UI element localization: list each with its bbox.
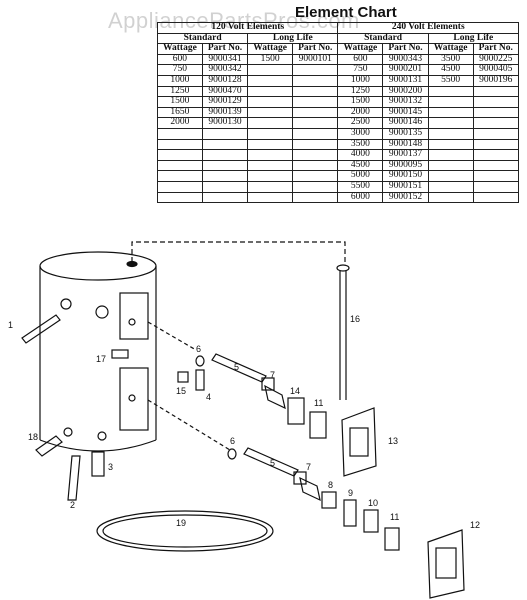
tank-band-icon — [96, 510, 274, 552]
callout-7-lower: 7 — [306, 462, 312, 472]
callout-14: 14 — [290, 386, 301, 396]
callout-16: 16 — [350, 314, 361, 324]
table-cell — [201, 191, 249, 204]
callout-4: 4 — [206, 392, 212, 402]
callout-11-lower: 11 — [390, 512, 400, 522]
chart-title: Element Chart — [295, 4, 397, 21]
callout-17: 17 — [96, 354, 107, 364]
water-heater-tank-icon — [39, 251, 157, 452]
callout-12: 12 — [470, 520, 481, 530]
callout-15: 15 — [176, 386, 187, 396]
callout-18: 18 — [28, 432, 39, 442]
callout-8: 8 — [328, 480, 334, 490]
table-cell: 9000152 — [382, 191, 429, 204]
callout-9: 9 — [348, 488, 354, 498]
lower-heating-element-icon — [243, 447, 307, 485]
callout-7-upper: 7 — [270, 370, 276, 380]
dip-tube-icon — [336, 264, 350, 400]
callout-5-lower: 5 — [270, 458, 276, 468]
callout-10: 10 — [368, 498, 379, 508]
callout-11-upper: 11 — [314, 398, 324, 408]
table-cell — [292, 191, 339, 204]
callout-13: 13 — [388, 436, 399, 446]
callout-3: 3 — [108, 462, 114, 472]
callout-5-upper: 5 — [234, 362, 240, 372]
table-column-header-row: Wattage Part No. Wattage Part No. Wattag… — [157, 43, 520, 55]
callout-19: 19 — [176, 518, 187, 528]
lower-access-cover-icon — [427, 529, 465, 599]
callout-2: 2 — [70, 500, 76, 510]
upper-access-cover-icon — [341, 407, 377, 477]
callout-1: 1 — [8, 320, 14, 330]
element-chart-table: 120 Volt Elements 240 Volt Elements Stan… — [156, 22, 520, 204]
callout-6-lower: 6 — [230, 436, 236, 446]
callout-6-upper: 6 — [196, 344, 202, 354]
table-cell — [472, 191, 520, 204]
upper-heating-element-icon — [211, 353, 275, 391]
